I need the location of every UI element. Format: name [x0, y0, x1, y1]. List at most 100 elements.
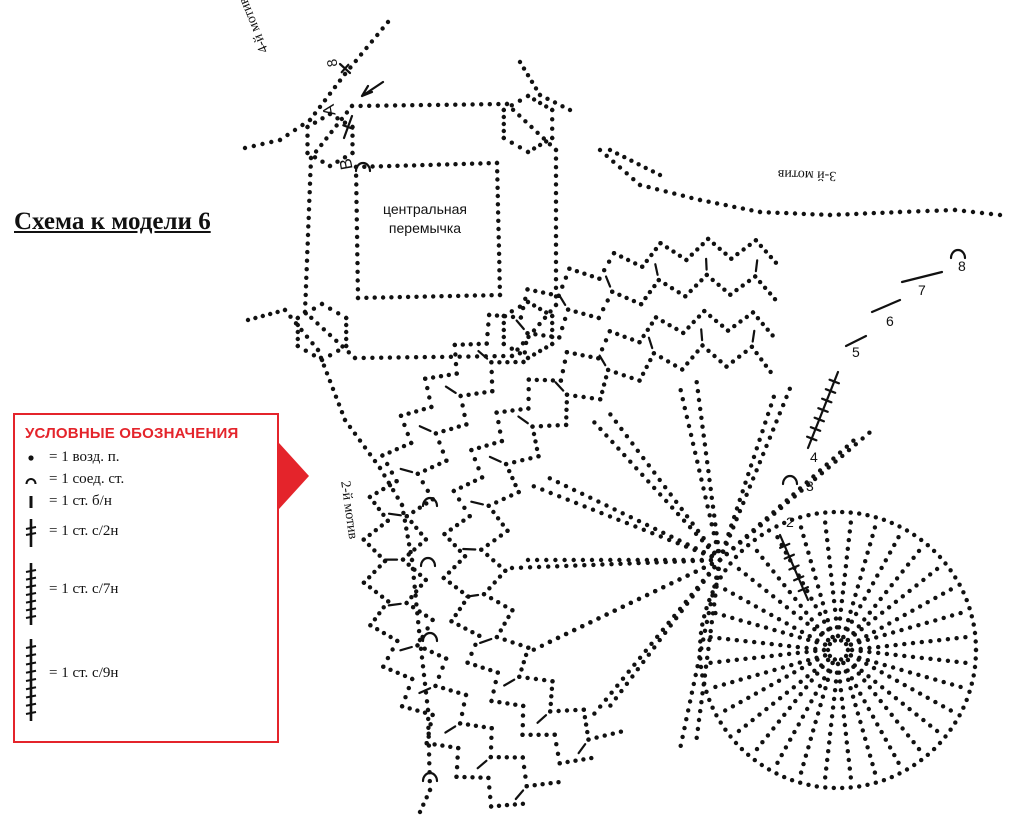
chain-dot [488, 794, 493, 800]
chain-dot [679, 506, 684, 512]
chain-dot [373, 528, 378, 533]
chain-dot [800, 714, 806, 719]
chain-dot [887, 674, 892, 679]
chain-dot [669, 581, 674, 586]
chain-dot [533, 439, 538, 444]
chain-dot [798, 770, 804, 775]
chain-dot [824, 462, 829, 467]
chain-dot [550, 341, 555, 347]
chain-dot [682, 405, 687, 411]
chain-dot [893, 696, 899, 701]
chain-dot [398, 413, 404, 418]
chain-dot [708, 628, 713, 634]
arrow-icon [360, 80, 385, 98]
chain-dot [880, 685, 885, 690]
chain-dot [607, 514, 613, 519]
chain-dot [636, 596, 642, 602]
chain-dot [277, 137, 283, 143]
chain-dot [525, 557, 531, 563]
chain-dot [553, 285, 559, 290]
chain-dot [372, 617, 378, 622]
chain-dot [839, 696, 845, 702]
chain-dot [550, 378, 556, 383]
chain-dot [770, 333, 775, 338]
chain-dot [501, 114, 506, 120]
single-crochet-mark [444, 725, 457, 734]
chain-dot [481, 592, 487, 597]
chain-dot [602, 268, 607, 273]
chain-dot [518, 642, 523, 648]
chain-dot [693, 672, 698, 678]
chain-dot [440, 743, 445, 748]
chain-dot [805, 674, 810, 679]
chain-dot [928, 572, 933, 577]
chain-dot [902, 653, 907, 659]
chain-dot [553, 173, 559, 178]
chain-dot [715, 548, 721, 554]
chain-dot [318, 355, 324, 360]
chain-dot [894, 617, 900, 622]
chain-dot [498, 628, 503, 633]
chain-dot [630, 674, 635, 679]
chain-dot [784, 674, 789, 679]
chain-dot [887, 550, 893, 555]
chain-dot [884, 705, 889, 711]
chain-dot [832, 638, 838, 643]
chain-dot [446, 372, 451, 378]
chain-dot [388, 667, 393, 672]
chain-dot [509, 346, 514, 351]
chain-dot [804, 649, 809, 655]
chain-dot [445, 162, 450, 167]
chain-dot [723, 587, 728, 592]
chain-dot [850, 694, 856, 699]
chain-dot [379, 594, 385, 599]
chain-dot [501, 496, 506, 502]
chain-dot [364, 45, 369, 51]
chain-dot [478, 775, 483, 780]
chain-dot [530, 424, 535, 429]
chain-dot [613, 419, 619, 424]
chain-dot [746, 695, 751, 700]
chain-dot [849, 619, 854, 624]
chain-dot [827, 653, 833, 659]
chain-dot [845, 749, 850, 754]
chain-dot [647, 289, 653, 295]
chain-dot [354, 225, 360, 231]
chain-dot [501, 327, 506, 333]
chain-dot [881, 778, 887, 783]
chain-dot [776, 719, 782, 724]
chain-dot [748, 463, 754, 468]
chain-dot [454, 774, 459, 779]
chain-dot [730, 591, 736, 596]
chain-dot [550, 679, 555, 684]
chain-dot [708, 486, 713, 492]
chain-dot [520, 801, 526, 806]
chain-dot [446, 570, 452, 575]
chain-dot [969, 614, 974, 619]
chain-dot [741, 247, 746, 252]
chain-dot [948, 587, 953, 592]
chain-dot [713, 539, 719, 545]
chain-dot [677, 577, 682, 582]
chain-dot [741, 500, 746, 506]
chain-dot [757, 522, 763, 527]
chain-dot [526, 406, 531, 411]
chain-dot [899, 667, 904, 673]
chain-dot [512, 755, 517, 760]
chain-dot [963, 660, 968, 665]
chain-dot [479, 547, 484, 552]
chain-dot [706, 468, 711, 474]
chain-dot [757, 279, 763, 285]
chain-dot [757, 437, 762, 442]
chain-dot [392, 103, 398, 108]
chain-dot [629, 375, 634, 381]
chain-dot [701, 433, 706, 438]
chain-dot [531, 484, 536, 489]
chain-dot [841, 660, 846, 666]
chain-dot [695, 349, 700, 354]
chain-dot [500, 522, 505, 527]
chain-dot [608, 703, 613, 708]
chain-dot [736, 728, 742, 734]
chain-dot [928, 656, 933, 661]
chain-dot [831, 598, 837, 604]
